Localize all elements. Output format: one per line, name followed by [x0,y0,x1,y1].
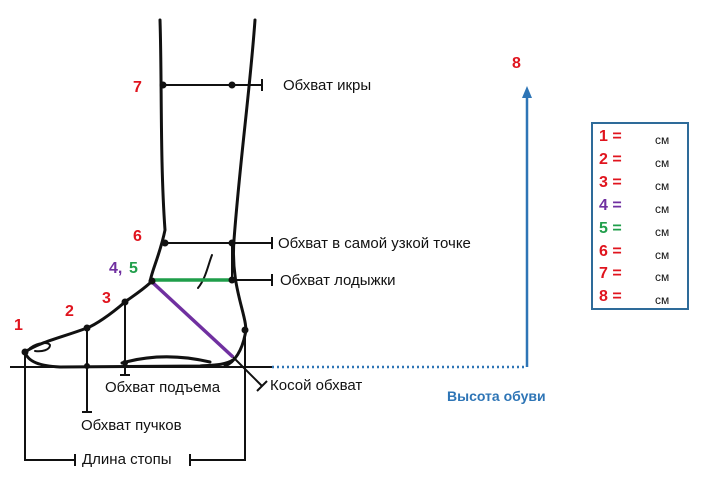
row-key: 3 = [599,174,622,191]
ankle-label: Обхват лодыжки [280,272,396,289]
point-8: 8 [512,55,521,72]
foot-top-outline [23,281,152,354]
table-row: 6 = см [599,243,683,265]
row-unit: см [655,179,670,193]
oblique-purple-line [150,280,235,359]
row-unit: см [655,156,670,170]
arch-curve [120,355,212,365]
row-unit: см [655,248,670,262]
row-unit: см [655,270,670,284]
point-2: 2 [65,303,74,320]
table-row: 7 = см [599,265,683,287]
narrowest-label: Обхват в самой узкой точке [278,235,471,252]
row-unit: см [655,225,670,239]
calf-label: Обхват икры [283,77,372,94]
point-7: 7 [133,79,142,96]
ankle-bone [197,254,213,289]
row-key: 6 = [599,243,622,260]
row-unit: см [655,293,670,307]
measurements-table: 1 = см 2 = см 3 = см 4 = см 5 = см 6 = см 7 = с… [591,122,689,310]
row-key: 2 = [599,151,622,168]
ball-label: Обхват пучков [81,417,182,434]
row-key: 1 = [599,128,622,145]
length-label: Длина стопы [82,451,172,468]
oblique-label: Косой обхват [270,377,363,394]
row-key: 8 = [599,288,622,305]
point-4: 4, [109,260,123,277]
point-5: 5 [129,260,138,277]
leg-front-outline [148,18,167,285]
table-row: 4 = см [599,197,683,219]
row-key: 4 = [599,197,622,214]
row-unit: см [655,202,670,216]
oblique-line [232,356,263,387]
arrow-head-icon [522,86,532,98]
point-6: 6 [133,228,142,245]
row-unit: см [655,133,670,147]
point-3: 3 [102,290,111,307]
shoe-height-label: Высота обуви [447,388,546,404]
point-1: 1 [14,317,23,334]
row-key: 7 = [599,265,622,282]
leg-back-outline [223,18,257,368]
instep-label: Обхват подъема [105,379,221,396]
table-row: 1 = см [599,128,683,150]
table-row: 8 = см [599,288,683,310]
table-row: 2 = см [599,151,683,173]
table-row: 3 = см [599,174,683,196]
table-row: 5 = см [599,220,683,242]
length-bracket [24,352,75,461]
toe-nail [29,342,52,353]
row-key: 5 = [599,220,622,237]
